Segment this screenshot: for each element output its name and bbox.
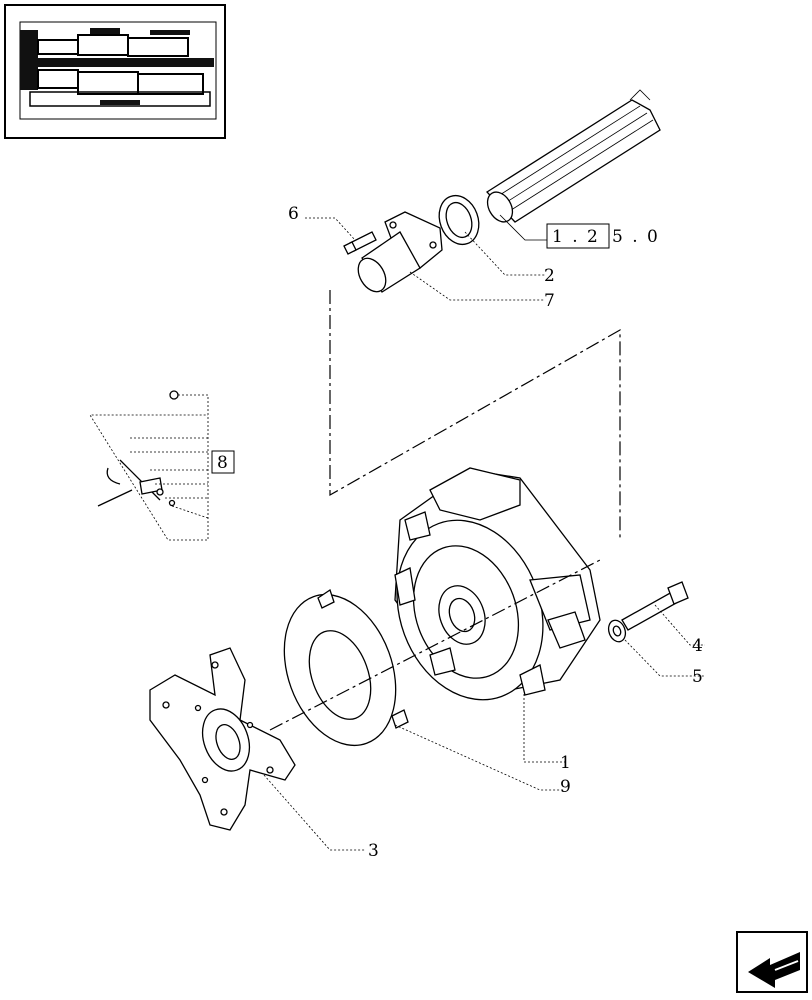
callout-8: 8: [217, 453, 228, 473]
callout-6: 6: [288, 204, 299, 224]
cross-reference[interactable]: 1 . 2 5 . 0: [546, 223, 660, 249]
pressure-ring: [283, 588, 409, 747]
callout-4: 4: [692, 636, 703, 656]
transmission-thumbnail-icon: [20, 28, 214, 107]
callout-7: 7: [544, 291, 555, 311]
bearing-sleeve: [357, 211, 443, 293]
kit-leader-lines: [89, 394, 209, 541]
reference-rest: 5 . 0: [612, 227, 660, 247]
next-page-arrow-icon[interactable]: [736, 931, 808, 993]
clutch-disc: [149, 647, 296, 831]
callout-5: 5: [692, 667, 703, 687]
seal-ring: [438, 194, 480, 246]
linkage-kit: [97, 390, 179, 507]
clutch-pressure-assembly: [394, 467, 601, 701]
bolt-small: [343, 231, 377, 255]
reference-boxed-part: 1 . 2: [552, 227, 600, 247]
assembly-outline: [329, 290, 621, 540]
callout-leaders: [263, 214, 705, 851]
washer: [607, 619, 627, 643]
callout-2: 2: [544, 266, 555, 286]
callout-3: 3: [368, 841, 379, 861]
splined-shaft: [485, 89, 661, 223]
bolt-long: [621, 581, 689, 631]
locator-thumbnail[interactable]: [4, 4, 226, 139]
callout-1: 1: [560, 753, 571, 773]
callout-8-box[interactable]: 8: [211, 450, 235, 474]
callout-9: 9: [560, 777, 571, 797]
